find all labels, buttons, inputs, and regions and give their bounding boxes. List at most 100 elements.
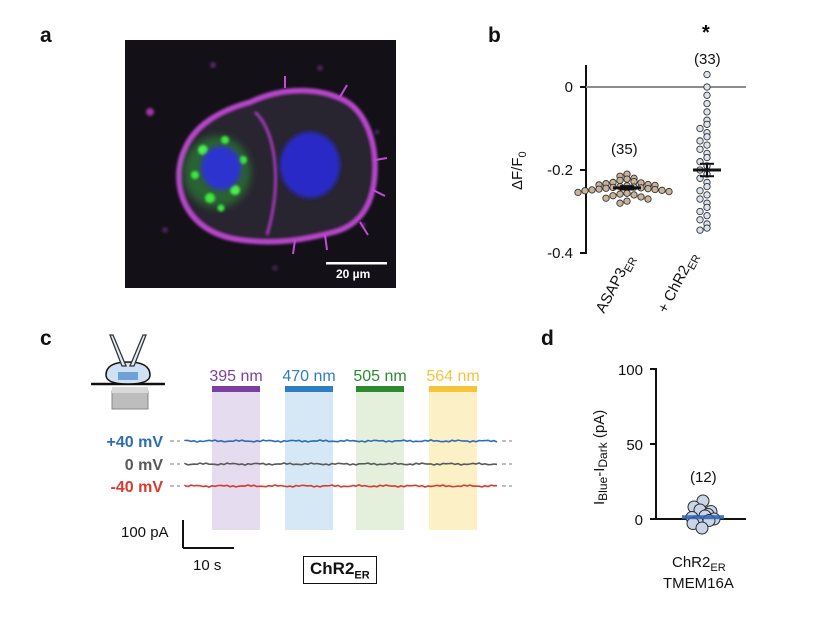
panel-b-point: [703, 153, 711, 162]
panel-d-mean-bar: [682, 515, 724, 520]
panel-b-point: [651, 185, 659, 194]
panel-b-point: [602, 194, 610, 202]
panel-b-point: [588, 186, 596, 194]
patch-setup-icon: [91, 334, 165, 410]
panel-b-axes: [585, 65, 746, 254]
panel-d-x-label-main: ChR2: [672, 554, 710, 571]
panel-b-point: [703, 91, 711, 99]
panel-d-x-label-line2: TMEM16A: [663, 575, 734, 592]
x-label-asap3: ASAP3ER: [593, 252, 641, 318]
panel-d-y-label: IBlue-IDark (pA): [591, 410, 610, 505]
panel-b-point: [703, 99, 711, 108]
panel-b-point: [616, 199, 624, 207]
panel-b-point: [609, 192, 617, 200]
panel-b-point: [696, 137, 704, 145]
y-label-blue: Blue: [596, 476, 610, 500]
scale-bar-s-label: 10 s: [193, 557, 221, 574]
panel-b-ticks: 0-0.2-0.4: [547, 79, 586, 262]
panel-b-y-label-sub: 0: [517, 151, 529, 157]
panel-b-point: [644, 195, 652, 203]
panel-b-points: [574, 70, 711, 234]
current-trace: [184, 484, 498, 488]
panel-b-point: [703, 224, 711, 232]
panel-b-point: [574, 188, 582, 197]
panel-b-point: [703, 83, 711, 91]
panel-b-point: [616, 176, 624, 185]
light-pulse-label: 470 nm: [282, 368, 335, 385]
x-label-chr2-main: + ChR2: [655, 263, 694, 316]
panel-b-point: [703, 70, 711, 79]
x-label-asap3-main: ASAP3: [593, 265, 631, 316]
panel-b-point: [658, 186, 666, 194]
panel-d-n-label: (12): [690, 469, 717, 486]
nuclei: [201, 132, 340, 198]
panel-b-point: [696, 216, 704, 224]
panel-b-means: [613, 162, 721, 191]
light-pulse-label: 395 nm: [209, 368, 262, 385]
y-label-unit: (pA): [591, 410, 608, 443]
panel-d-y-tick-label: 0: [635, 512, 643, 529]
light-pulse-bar: [429, 386, 477, 392]
n-label-chr2: (33): [694, 51, 721, 68]
panel-b-point: [696, 226, 704, 234]
panel-b-y-tick-label: -0.4: [547, 245, 573, 262]
scale-bar: [326, 262, 387, 265]
micrograph: 20 µm: [125, 40, 396, 288]
panel-b-point: [623, 189, 631, 197]
panel-b-point: [696, 195, 704, 203]
voltage-label: +40 mV: [107, 434, 164, 451]
light-pulse-bar: [285, 386, 333, 392]
filopodia: [284, 76, 388, 255]
voltage-label: -40 mV: [111, 479, 164, 496]
panel-b-point: [703, 191, 711, 199]
panel-b-point: [581, 187, 589, 195]
panel-b-point: [696, 187, 704, 195]
light-pulse-label: 564 nm: [426, 368, 479, 385]
panel-b-point: [703, 211, 711, 220]
panel-letter-c: c: [40, 327, 52, 350]
panel-b-point: [602, 184, 610, 192]
light-pulse-window: [212, 386, 260, 530]
construct-label-sub: ER: [354, 569, 370, 582]
panel-letter-d: d: [541, 327, 554, 350]
panel-b-point: [703, 141, 711, 149]
panel-d-y-tick-label: 50: [626, 437, 643, 454]
panel-b-point: [644, 185, 652, 193]
panel-b-point: [696, 145, 704, 153]
x-label-chr2: + ChR2ER: [655, 249, 704, 317]
significance-star: *: [702, 22, 710, 44]
panel-d-points: [682, 494, 724, 535]
panel-d-x-label-line1: ChR2ER: [672, 554, 726, 574]
voltage-label: 0 mV: [125, 457, 164, 474]
panel-b-point: [703, 203, 711, 212]
panel-b-point: [696, 207, 704, 216]
y-label-i1: I: [591, 501, 608, 505]
panel-b-point: [703, 108, 711, 116]
panel-b-point: [595, 185, 603, 193]
panel-b-y-tick-label: -0.2: [547, 162, 573, 179]
panel-b-point: [623, 175, 631, 183]
panel-b-point: [703, 120, 711, 129]
panel-letter-a: a: [40, 24, 52, 47]
scale-bar-label: 20 µm: [336, 267, 371, 281]
panel-c-scale-bars: [182, 520, 234, 549]
panel-b-point: [623, 197, 631, 205]
panel-b-y-label: ΔF/F0: [509, 151, 529, 190]
light-pulse-window: [356, 386, 404, 530]
light-pulse-bar: [212, 386, 260, 392]
y-label-dark: Dark: [596, 441, 610, 467]
light-pulse-window: [285, 386, 333, 530]
panel-b-point: [616, 190, 624, 198]
y-label-i2: -I: [591, 468, 608, 477]
panel-b-point: [703, 182, 711, 191]
panel-b-point: [703, 133, 711, 141]
current-trace: [184, 462, 498, 466]
panel-b-y-label-main: ΔF/F: [509, 157, 526, 190]
current-trace: [184, 439, 498, 443]
panel-d-x-label-sub: ER: [710, 562, 725, 574]
panel-d-point: [695, 521, 709, 535]
panel-b-point: [696, 124, 704, 133]
panel-b-point: [665, 187, 673, 196]
n-label-asap3: (35): [611, 141, 638, 158]
